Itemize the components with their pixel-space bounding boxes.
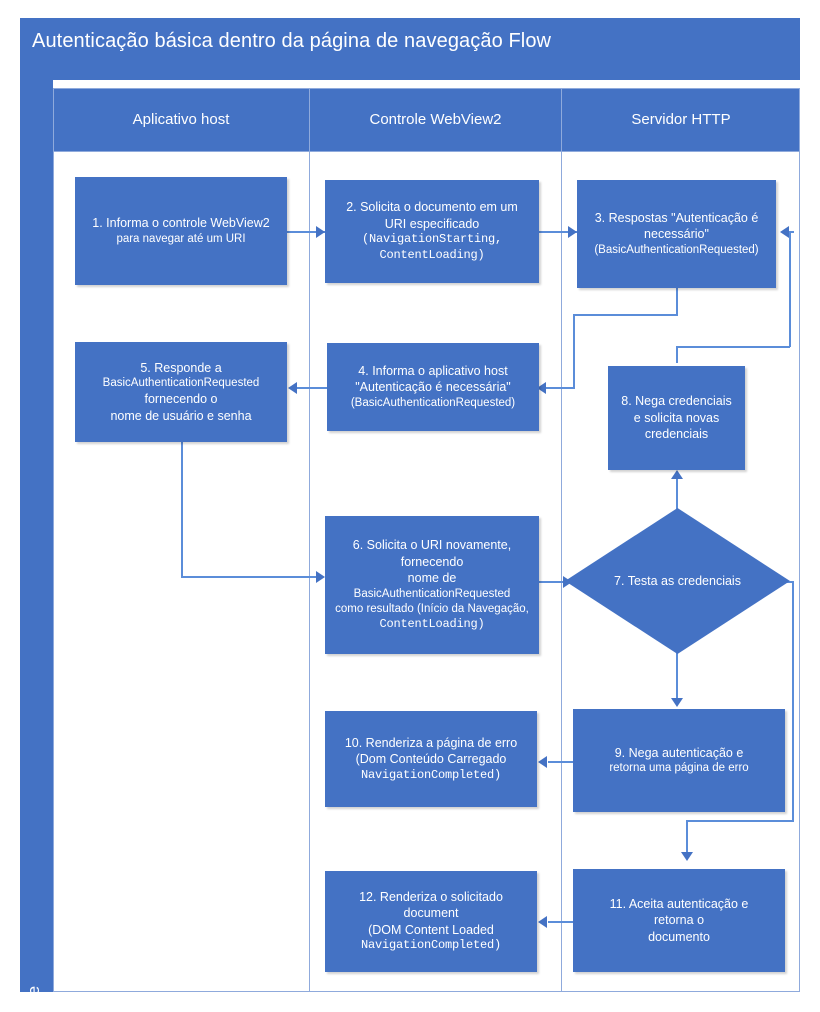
diagram-title-band [20,18,800,80]
edge-n11-n12-arrow [538,916,547,928]
edge-n2-n3-line [539,231,577,233]
node-9-line-2: retorna uma página de erro [609,762,749,775]
node-10-line-1: 10. Renderiza a página de erro [344,735,518,750]
node-5-line-4: nome de usuário e senha [110,408,252,423]
node-7-line-1: 7. Testa as credenciais [614,574,741,588]
node-6-line-2: fornecendo [400,554,464,569]
node-9[interactable]: 9. Nega autenticação e retorna uma págin… [573,709,785,812]
node-2-line-1: 2. Solicita o documento em um [346,200,518,215]
node-5-line-3: fornecendo o [144,392,218,407]
edge-n8-n3-h1 [676,346,790,348]
edge-n7-n8-arrow [671,470,683,479]
node-4-line-3: (BasicAuthenticationRequested) [350,396,516,409]
lane-header-servidor-http: Servidor HTTP [562,88,800,151]
node-2[interactable]: 2. Solicita o documento em um URI especi… [325,180,539,283]
edge-n5-n6-v [181,442,183,577]
node-11-line-2: retorna o [653,913,705,928]
edge-n7-n9-arrow [671,698,683,707]
node-1-line-1: 1. Informa o controle WebView2 [92,216,270,231]
edge-n4-n5-line [297,387,327,389]
edge-n1-n2-line [287,231,325,233]
node-2-line-2: URI especificado [384,216,480,231]
node-1[interactable]: 1. Informa o controle WebView2 para nave… [75,177,287,285]
edge-n8-n3-v2 [789,232,791,347]
node-5[interactable]: 5. Responde a BasicAuthenticationRequest… [75,342,287,442]
node-12-line-3: (DOM Content Loaded [368,922,494,937]
node-10[interactable]: 10. Renderiza a página de erro (Dom Cont… [325,711,537,807]
node-2-line-4: ContentLoading) [379,248,485,262]
lane-header-label: Servidor HTTP [631,111,731,128]
node-4[interactable]: 4. Informa o aplicativo host "Autenticaç… [327,343,539,431]
node-11-line-1: 11. Aceita autenticação e [609,896,749,911]
node-12-line-4: NavigationCompleted) [360,938,502,953]
edge-n5-n6-h [181,576,323,578]
edge-n7-n11-v2 [686,820,688,854]
lane-header-controle-webview2: Controle WebView2 [310,88,562,151]
edge-n7-n9-line [676,653,678,701]
node-11-line-3: documento [648,929,710,944]
node-7[interactable]: 7. Testa as credenciais [565,508,790,654]
node-8-line-2: e solicita novas [633,410,720,425]
lane-header-aplicativo-host: Aplicativo host [53,88,310,151]
node-3-line-3: (BasicAuthenticationRequested) [594,243,759,256]
edge-n4-n5-arrow [288,382,297,394]
edge-n6-n7-line [539,581,571,583]
edge-n8-n3-h2 [788,231,794,233]
node-12[interactable]: 12. Renderiza o solicitado document (DOM… [325,871,537,972]
lane-header-divider [53,151,800,152]
edge-n3-n4-v1 [676,288,678,315]
phase-label: Phase [24,985,43,1012]
node-3-line-1: 3. Respostas "Autenticação é [594,210,759,225]
node-8-line-1: 8. Nega credenciais [621,394,732,409]
edge-n3-n4-v2 [573,314,575,388]
edge-n7-n11-h2 [686,820,794,822]
node-10-line-3: NavigationCompleted) [360,767,502,782]
edge-n11-n12-line [548,921,575,923]
node-2-line-3: (NavigationStarting, [361,232,503,247]
edge-n2-n3-arrow [568,226,577,238]
node-6-line-3: nome de [407,571,457,586]
edge-n8-n3-arrow [780,226,789,238]
node-4-line-2: "Autenticação é necessária" [355,380,511,395]
edge-n5-n6-arrow [316,571,325,583]
node-12-line-1: 12. Renderiza o solicitado [359,889,503,904]
node-3-line-2: necessário" [644,227,709,242]
node-6-line-6: ContentLoading) [379,617,485,631]
page-title: Autenticação básica dentro da página de … [32,30,552,52]
edge-n9-n10-line [548,761,575,763]
node-5-line-2: BasicAuthenticationRequested [102,377,260,390]
node-12-line-2: document [403,906,459,921]
lane-header-label: Aplicativo host [132,111,230,128]
node-1-line-2: para navegar até um URI [116,232,246,245]
edge-n7-n11-arrow [681,852,693,861]
phase-band: Phase [20,80,53,1012]
node-6-line-5: como resultado (Início da Navegação, [335,602,529,615]
node-3[interactable]: 3. Respostas "Autenticação é necessário"… [577,180,776,288]
node-10-line-2: (Dom Conteúdo Carregado [355,752,507,767]
node-11[interactable]: 11. Aceita autenticação e retorna o docu… [573,869,785,972]
node-9-line-1: 9. Nega autenticação e [614,745,744,760]
node-4-line-1: 4. Informa o aplicativo host [358,363,508,378]
node-8[interactable]: 8. Nega credenciais e solicita novas cre… [608,366,745,470]
node-7-label-wrap: 7. Testa as credenciais [565,508,790,654]
edge-n9-n10-arrow [538,756,547,768]
edge-n7-n8-line [676,478,678,514]
node-6[interactable]: 6. Solicita o URI novamente, fornecendo … [325,516,539,654]
edge-n3-n4-h1 [573,314,678,316]
node-8-line-3: credenciais [644,427,709,442]
edge-n3-n4-arrow [537,382,546,394]
edge-n7-n11-v1 [792,581,794,821]
node-6-line-1: 6. Solicita o URI novamente, [352,538,512,553]
node-6-line-4: BasicAuthenticationRequested [353,587,511,600]
node-5-line-1: 5. Responde a [140,360,222,375]
edge-n1-n2-arrow [316,226,325,238]
edge-n3-n4-h2 [545,387,575,389]
lane-header-label: Controle WebView2 [369,111,502,128]
edge-n8-n3-v1 [676,347,678,363]
edge-n7-n11-h1 [786,581,794,583]
